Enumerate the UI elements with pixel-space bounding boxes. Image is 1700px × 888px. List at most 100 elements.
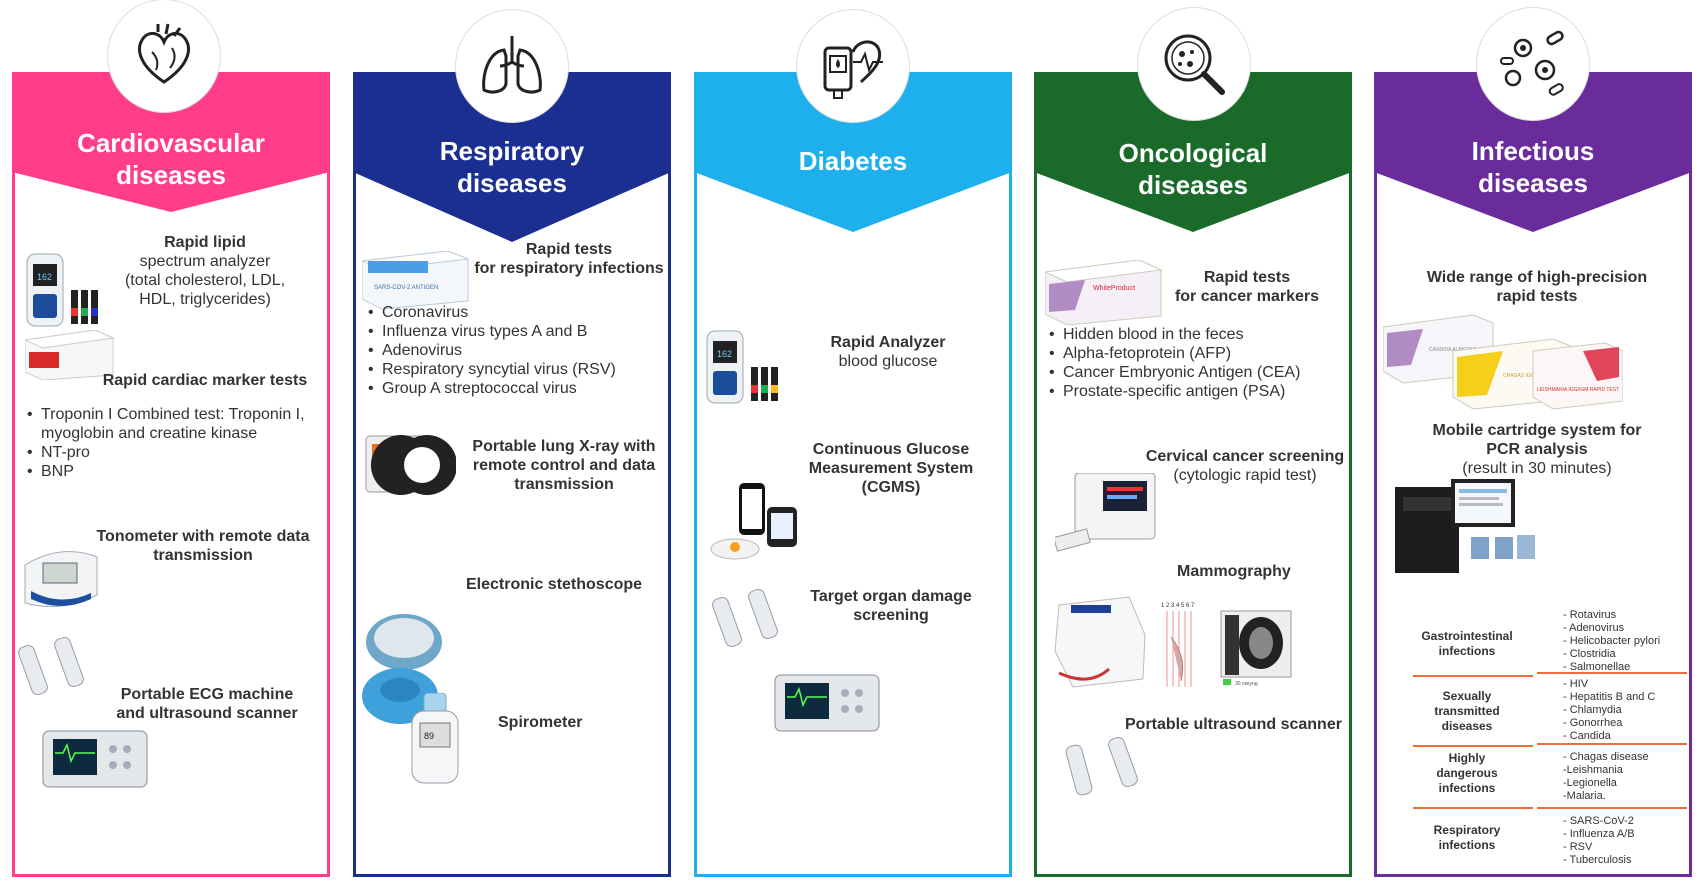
stethoscope-text: Electronic stethoscope bbox=[466, 576, 643, 593]
column-diabetes: Diabetes 162 Rapid Analyzer blood glucos… bbox=[694, 72, 1012, 877]
infect-banner bbox=[1374, 72, 1692, 232]
tonometer-text: Tonometer with remote data transmission bbox=[96, 528, 310, 564]
infect-group-item: -Leishmania bbox=[1563, 764, 1623, 776]
lipid-line1: Rapid lipid bbox=[164, 234, 246, 251]
tonometer-image bbox=[21, 535, 101, 620]
onco-item: Cancer Embryonic Antigen (CEA) bbox=[1049, 363, 1349, 382]
onco-item: Alpha-fetoprotein (AFP) bbox=[1049, 344, 1349, 363]
infect-icon-badge bbox=[1477, 8, 1589, 120]
cardiac-item: BNP bbox=[27, 462, 327, 481]
onco-rapid-text: Rapid tests for cancer markers bbox=[1174, 269, 1320, 305]
infect-mobile-text: Mobile cartridge system for PCR analysis… bbox=[1397, 421, 1677, 478]
lungs-icon bbox=[482, 36, 542, 94]
lipid-line2: spectrum analyzer bbox=[139, 253, 271, 270]
resp-item: Group A streptococcal virus bbox=[368, 379, 668, 398]
onco-ultrasound-text: Portable ultrasound scanner bbox=[1125, 716, 1342, 733]
resp-icon-badge bbox=[456, 10, 568, 122]
infect-group-item: - Chlamydia bbox=[1563, 704, 1622, 716]
diab-icon-badge bbox=[797, 10, 909, 122]
spirometer-image: 89 bbox=[408, 692, 468, 790]
infect-group-item: - Chagas disease bbox=[1563, 751, 1649, 763]
cervical-sub: (cytologic rapid test) bbox=[1173, 467, 1317, 484]
infect-group-item: -Malaria. bbox=[1563, 790, 1606, 802]
cardiac-list: Troponin I Combined test: Troponin I, my… bbox=[27, 405, 327, 481]
infect-divider bbox=[1413, 807, 1533, 809]
xray-text: Portable lung X-ray with remote control … bbox=[472, 438, 656, 493]
cardiac-item: Troponin I Combined test: Troponin I, my… bbox=[27, 405, 327, 443]
mammo-caption: 30 секунд bbox=[1235, 681, 1258, 687]
resp-box-label: SARS-COV-2 ANTIGEN bbox=[374, 285, 438, 291]
ecg-text: Portable ECG machine and ultrasound scan… bbox=[116, 686, 298, 722]
infect-box-3: LEISHMANIA IGG/IGM RAPID TEST bbox=[1537, 387, 1619, 393]
diab-ultrasound-image bbox=[711, 587, 791, 662]
spirometer-text: Spirometer bbox=[498, 714, 583, 731]
mammography-machine-image bbox=[1049, 595, 1149, 700]
onco-list: Hidden blood in the feces Alpha-fetoprot… bbox=[1049, 325, 1349, 401]
cervical-analyzer-image bbox=[1053, 472, 1165, 558]
diab-banner bbox=[694, 72, 1012, 232]
infect-mobile-bold: Mobile cartridge system for PCR analysis bbox=[1432, 422, 1642, 458]
resp-item: Influenza virus types A and B bbox=[368, 322, 668, 341]
infect-divider bbox=[1413, 745, 1533, 747]
infect-divider bbox=[1537, 807, 1687, 809]
diab-ecg-image bbox=[773, 667, 883, 740]
column-respiratory: Respiratory diseases SARS-COV-2 ANTIGEN … bbox=[353, 72, 671, 877]
cardio-icon-badge bbox=[108, 0, 220, 112]
mammography-scan-image: 1 2 3 4 5 6 7 30 секунд bbox=[1157, 597, 1297, 702]
infect-group-item: - Clostridia bbox=[1563, 648, 1616, 660]
infect-group-item: - Adenovirus bbox=[1563, 622, 1625, 634]
infect-group-name: Gastrointestinal infections bbox=[1421, 629, 1513, 658]
mammo-ruler-label: 1 2 3 4 5 6 7 bbox=[1161, 603, 1195, 609]
column-cardiovascular: Cardiovascular diseases 162 Rapid lipid … bbox=[12, 72, 330, 877]
onco-banner bbox=[1034, 72, 1352, 232]
infect-group-item: - Gonorrhea bbox=[1563, 717, 1623, 729]
cgms-text: Continuous Glucose Measurement System (C… bbox=[808, 441, 974, 496]
target-organ-text: Target organ damage screening bbox=[810, 588, 972, 624]
infect-group-item: - Salmonellae bbox=[1563, 661, 1631, 673]
resp-title: Respiratory diseases bbox=[439, 136, 585, 198]
onco-test-box-image: WhiteProduct bbox=[1043, 259, 1165, 330]
resp-item: Coronavirus bbox=[368, 303, 668, 322]
infect-group-item: - Candida bbox=[1563, 730, 1611, 742]
cgms-image bbox=[709, 483, 809, 568]
ecg-machine-image bbox=[41, 723, 151, 796]
cardiac-title: Rapid cardiac marker tests bbox=[102, 372, 308, 389]
heart-icon bbox=[138, 23, 190, 84]
cervical-text: Cervical cancer screening (cytologic rap… bbox=[1137, 447, 1353, 485]
infect-mobile-sub: (result in 30 minutes) bbox=[1462, 460, 1612, 477]
glucose-analyzer-sub: blood glucose bbox=[838, 353, 938, 370]
onco-icon-badge bbox=[1138, 8, 1250, 120]
resp-test-box-image: SARS-COV-2 ANTIGEN bbox=[361, 250, 472, 314]
resp-list: Coronavirus Influenza virus types A and … bbox=[368, 303, 668, 398]
glucose-analyzer-bold: Rapid Analyzer bbox=[830, 334, 946, 351]
infect-test-boxes-image: CANDIDA ALBICANS AB RAPID TEST CHAGAS IG… bbox=[1382, 307, 1624, 417]
infect-group-items: - SARS-CoV-2 - Influenza A/B - RSV - Tub… bbox=[1563, 815, 1693, 867]
infect-group-name: Highly dangerous infections bbox=[1436, 751, 1498, 795]
column-oncological: Oncological diseases WhiteProduct Rapid … bbox=[1034, 72, 1352, 877]
svg-text:162: 162 bbox=[717, 349, 732, 359]
cardiac-test-box-image bbox=[23, 329, 115, 385]
glucose-analyzer-text: Rapid Analyzer blood glucose bbox=[793, 333, 983, 371]
diab-title: Diabetes bbox=[798, 146, 908, 176]
infect-divider bbox=[1537, 672, 1687, 674]
infect-group-name: Sexually transmitted diseases bbox=[1434, 689, 1500, 733]
infect-wide-text: Wide range of high-precision rapid tests bbox=[1426, 269, 1648, 305]
infect-group-item: - RSV bbox=[1563, 841, 1593, 853]
cardio-banner bbox=[12, 72, 330, 222]
glucose-heart-icon bbox=[823, 40, 883, 99]
onco-box-label: WhiteProduct bbox=[1093, 285, 1135, 292]
onco-item: Hidden blood in the feces bbox=[1049, 325, 1349, 344]
onco-title: Oncological diseases bbox=[1118, 138, 1268, 200]
lipid-analyzer-image: 162 bbox=[25, 250, 115, 335]
infect-group-name: Respiratory infections bbox=[1433, 823, 1501, 852]
glucose-analyzer-image: 162 bbox=[705, 327, 795, 412]
pcr-system-image bbox=[1393, 479, 1543, 580]
infect-group-item: - Hepatitis B and C bbox=[1563, 691, 1656, 703]
onco-item: Prostate-specific antigen (PSA) bbox=[1049, 382, 1349, 401]
infect-group-items: - HIV - Hepatitis B and C - Chlamydia - … bbox=[1563, 678, 1693, 743]
infect-group-item: - Influenza A/B bbox=[1563, 828, 1635, 840]
microbes-icon bbox=[1500, 30, 1564, 96]
cardiac-item: NT-pro bbox=[27, 443, 327, 462]
infect-divider bbox=[1413, 675, 1533, 677]
lipid-line3: (total cholesterol, LDL, bbox=[124, 272, 286, 289]
